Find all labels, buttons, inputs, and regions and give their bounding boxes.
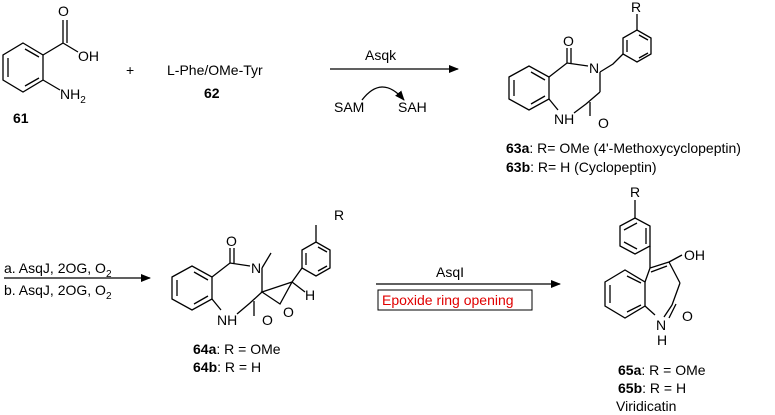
- plus-sign: +: [126, 62, 134, 78]
- compound-61-oh-atom: OH: [78, 48, 99, 64]
- compound-64-h: H: [305, 287, 315, 303]
- compound-65-o: O: [682, 308, 693, 324]
- step2-a-text: a. AsqJ, 2OG, O: [4, 260, 106, 276]
- sah-label: SAH: [398, 99, 427, 115]
- epoxide-opening-text: Epoxide ring opening: [382, 292, 514, 308]
- step1-cofactor-arc: [361, 86, 405, 101]
- nh2-n: NH: [60, 86, 80, 102]
- compound-63b-id: 63b: [506, 159, 530, 175]
- compound-63-o2: O: [598, 115, 609, 131]
- compound-63-structure: [508, 14, 652, 116]
- step2-a-o2-sub: 2: [106, 269, 112, 280]
- compound-63a-caption: 63a: R= OMe (4'-Methoxycyclopeptin): [506, 140, 741, 156]
- step3-enzyme-label: AsqI: [436, 264, 464, 280]
- compound-62-label: 62: [204, 85, 220, 101]
- compound-61-o-atom: O: [58, 3, 69, 19]
- compound-63b-caption: 63b: R= H (Cyclopeptin): [506, 159, 657, 175]
- compound-62-name: L-Phe/OMe-Tyr: [167, 62, 263, 78]
- nh2-subscript: 2: [80, 95, 86, 106]
- compound-64a-desc: : R = OMe: [216, 341, 280, 357]
- compound-64-structure: [171, 225, 331, 316]
- compound-64b-id: 64b: [193, 359, 217, 375]
- sam-label: SAM: [334, 99, 364, 115]
- compound-64-o1: O: [226, 233, 237, 249]
- step1-enzyme-label: Asqk: [365, 47, 397, 63]
- compound-63-o1: O: [563, 33, 574, 49]
- compound-63-nh: NH: [554, 111, 574, 127]
- compound-64a-caption: 64a: R = OMe: [193, 341, 281, 357]
- compound-64-o2: O: [262, 312, 273, 328]
- compound-65b-caption: 65b: R = H: [618, 380, 686, 396]
- compound-64-r: R: [334, 207, 344, 223]
- compound-63a-id: 63a: [506, 140, 530, 156]
- step2-condition-a: a. AsqJ, 2OG, O2: [4, 260, 112, 280]
- viridicatin-name: Viridicatin: [616, 398, 676, 414]
- compound-61-structure: [2, 20, 79, 93]
- epoxide-opening-box: [377, 289, 533, 311]
- compound-64b-desc: : R = H: [217, 359, 261, 375]
- compound-65a-caption: 65a: R = OMe: [618, 362, 706, 378]
- compound-65a-desc: : R = OMe: [641, 362, 705, 378]
- compound-65b-id: 65b: [618, 380, 642, 396]
- compound-61-label: 61: [13, 110, 29, 126]
- step2-condition-b: b. AsqJ, 2OG, O2: [4, 282, 112, 302]
- compound-65-oh: OH: [684, 247, 705, 263]
- compound-64b-caption: 64b: R = H: [193, 359, 261, 375]
- compound-65a-id: 65a: [618, 362, 642, 378]
- compound-65-structure: [604, 200, 683, 319]
- compound-63-r: R: [631, 0, 641, 15]
- step2-b-text: b. AsqJ, 2OG, O: [4, 282, 106, 298]
- compound-64-o3: O: [283, 304, 294, 320]
- compound-63a-desc: : R= OMe (4'-Methoxycyclopeptin): [529, 140, 741, 156]
- compound-65b-desc: : R = H: [642, 380, 686, 396]
- compound-64a-id: 64a: [193, 341, 217, 357]
- compound-64-n: N: [251, 260, 261, 276]
- compound-65-h: H: [657, 332, 667, 348]
- compound-64-nh: NH: [217, 312, 237, 328]
- compound-63-n: N: [589, 60, 599, 76]
- compound-65-n: N: [656, 317, 666, 333]
- compound-61-nh2-atom: NH2: [60, 86, 86, 106]
- compound-65-r: R: [630, 184, 640, 200]
- compound-63b-desc: : R= H (Cyclopeptin): [530, 159, 656, 175]
- step2-b-o2-sub: 2: [106, 291, 112, 302]
